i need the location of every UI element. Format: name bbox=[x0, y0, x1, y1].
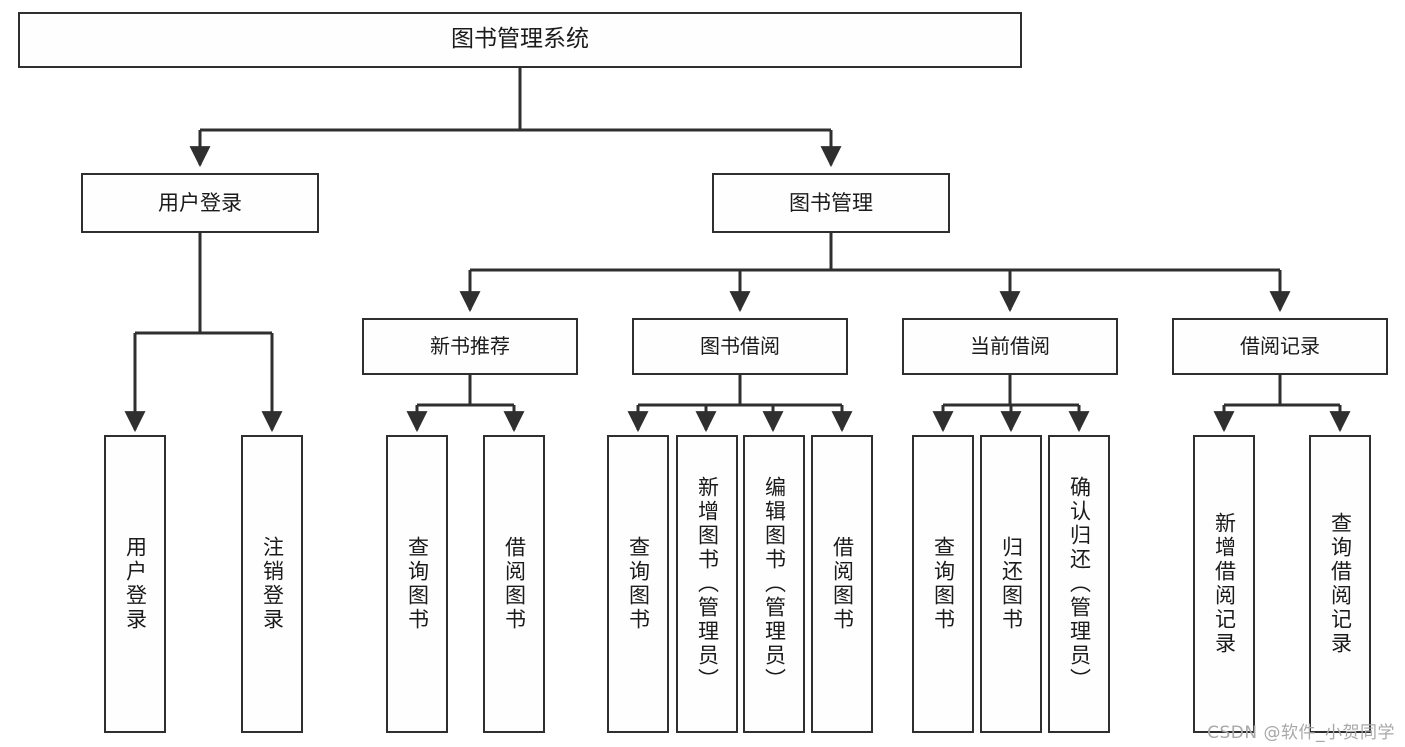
node-label: 查询图书 bbox=[931, 536, 956, 632]
node-user-login[interactable]: 用户登录 bbox=[81, 173, 319, 233]
leaf-user-login[interactable]: 用户登录 bbox=[104, 435, 166, 733]
leaf-confirm-return-admin[interactable]: 确认归还（管理员） bbox=[1048, 435, 1110, 733]
node-label: 查询借阅记录 bbox=[1328, 512, 1353, 656]
node-new-book-recommend[interactable]: 新书推荐 bbox=[362, 318, 578, 375]
leaf-borrow-book[interactable]: 借阅图书 bbox=[811, 435, 873, 733]
node-root-system[interactable]: 图书管理系统 bbox=[18, 12, 1022, 68]
node-borrow-record[interactable]: 借阅记录 bbox=[1172, 318, 1388, 375]
node-label: 新增借阅记录 bbox=[1212, 512, 1237, 656]
node-label: 确认归还（管理员） bbox=[1067, 476, 1092, 692]
node-label: 借阅记录 bbox=[1240, 333, 1320, 358]
node-label: 用户登录 bbox=[158, 190, 242, 215]
leaf-query-book-recommend[interactable]: 查询图书 bbox=[386, 435, 448, 733]
node-current-borrow[interactable]: 当前借阅 bbox=[902, 318, 1118, 375]
node-label: 借阅图书 bbox=[502, 536, 527, 632]
leaf-query-book-current[interactable]: 查询图书 bbox=[912, 435, 974, 733]
node-label: 查询图书 bbox=[626, 536, 651, 632]
node-label: 当前借阅 bbox=[970, 333, 1050, 358]
node-label: 用户登录 bbox=[123, 536, 148, 632]
node-label: 图书借阅 bbox=[700, 333, 780, 358]
node-label: 编辑图书（管理员） bbox=[762, 476, 787, 692]
leaf-query-book-borrow[interactable]: 查询图书 bbox=[607, 435, 669, 733]
node-label: 查询图书 bbox=[405, 536, 430, 632]
leaf-return-book[interactable]: 归还图书 bbox=[980, 435, 1042, 733]
node-label: 借阅图书 bbox=[830, 536, 855, 632]
node-book-management[interactable]: 图书管理 bbox=[712, 173, 950, 233]
node-label: 图书管理系统 bbox=[451, 26, 589, 53]
node-label: 注销登录 bbox=[260, 536, 285, 632]
leaf-query-borrow-record[interactable]: 查询借阅记录 bbox=[1309, 435, 1371, 733]
leaf-add-book-admin[interactable]: 新增图书（管理员） bbox=[676, 435, 738, 733]
leaf-user-logout[interactable]: 注销登录 bbox=[241, 435, 303, 733]
node-label: 归还图书 bbox=[999, 536, 1024, 632]
node-label: 新增图书（管理员） bbox=[695, 476, 720, 692]
node-label: 新书推荐 bbox=[430, 333, 510, 358]
leaf-edit-book-admin[interactable]: 编辑图书（管理员） bbox=[743, 435, 805, 733]
watermark: CSDN @软件_小贺同学 bbox=[1207, 723, 1395, 743]
node-label: 图书管理 bbox=[789, 190, 873, 215]
leaf-add-borrow-record[interactable]: 新增借阅记录 bbox=[1193, 435, 1255, 733]
leaf-borrow-book-recommend[interactable]: 借阅图书 bbox=[483, 435, 545, 733]
node-book-borrow[interactable]: 图书借阅 bbox=[632, 318, 848, 375]
